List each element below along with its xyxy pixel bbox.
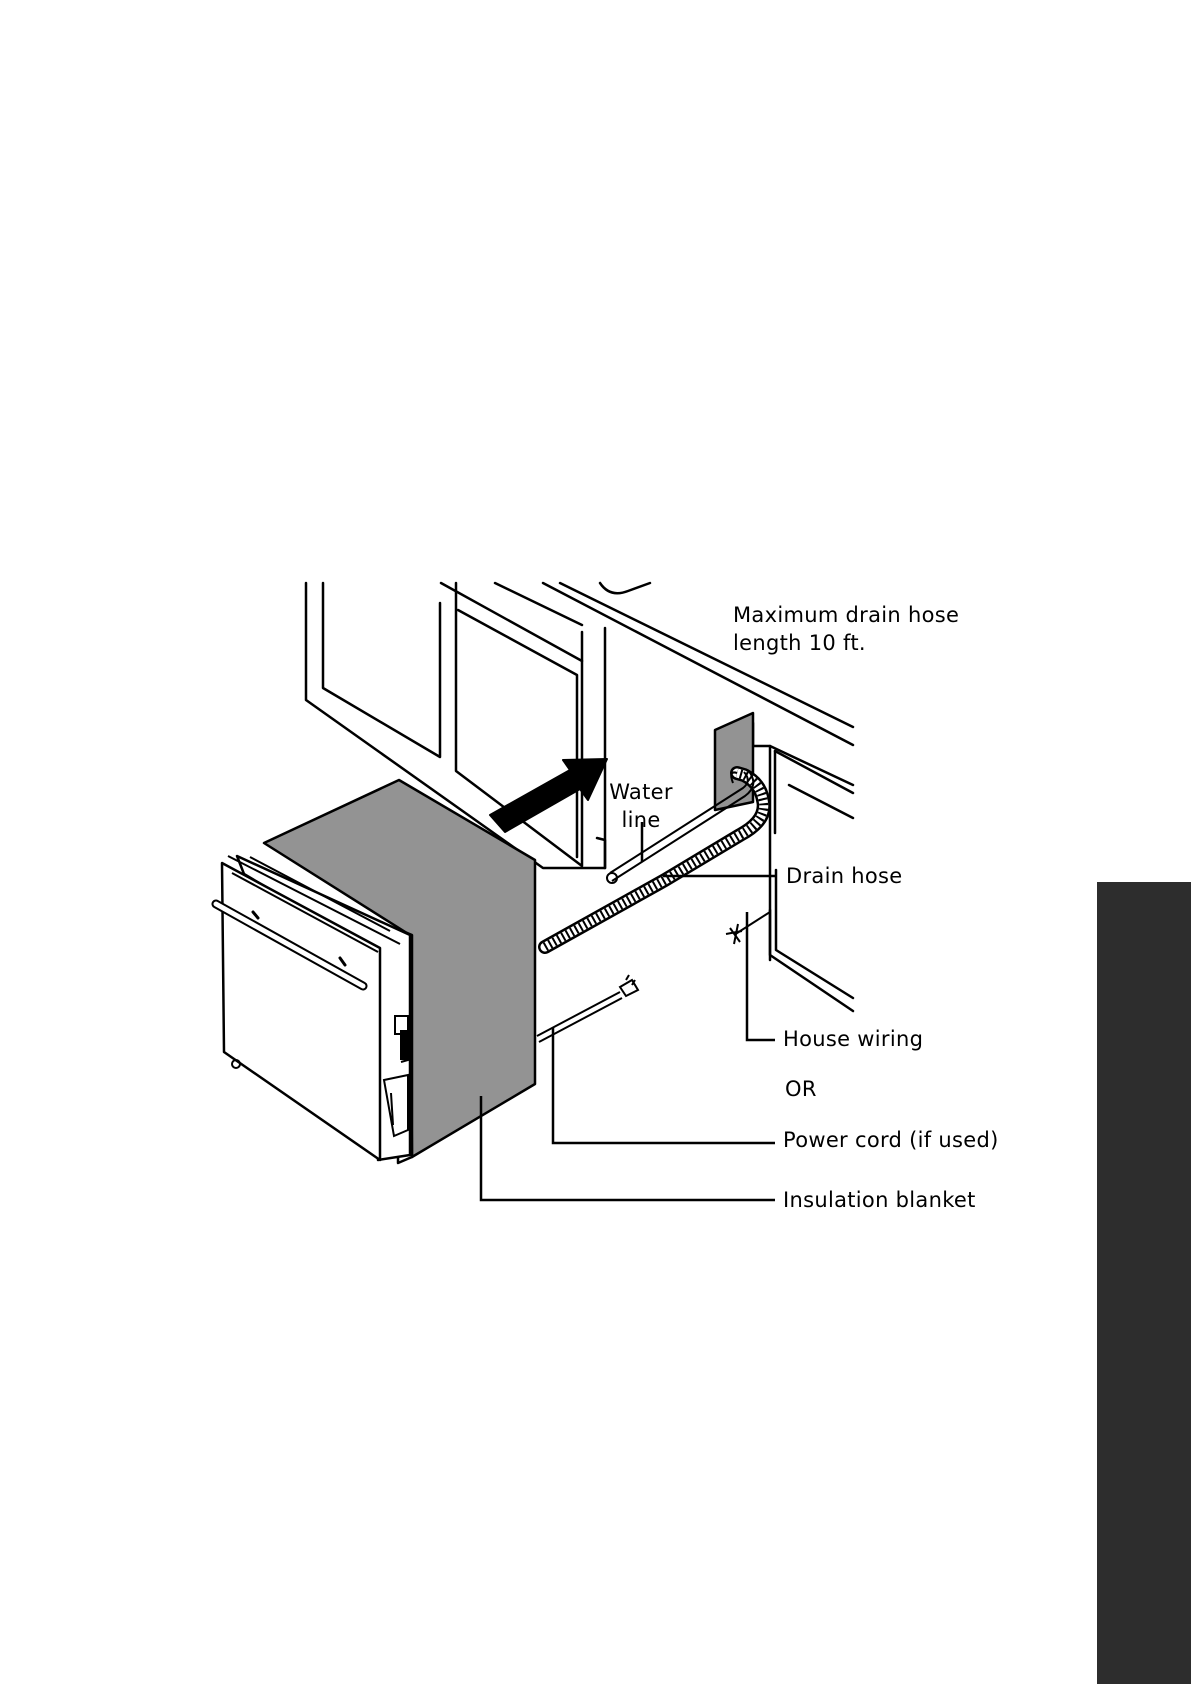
power-cord-label: Power cord (if used): [783, 1126, 999, 1154]
water-line-label: Water line: [605, 778, 677, 834]
or-label: OR: [785, 1075, 817, 1103]
insulation-blanket-label: Insulation blanket: [783, 1186, 976, 1214]
dishwasher: [216, 780, 535, 1163]
max-drain-hose-label: Maximum drain hose length 10 ft.: [733, 601, 959, 657]
drain-hose-label: Drain hose: [786, 862, 903, 890]
push-arrow: [490, 759, 607, 832]
house-wiring-label: House wiring: [783, 1025, 923, 1053]
